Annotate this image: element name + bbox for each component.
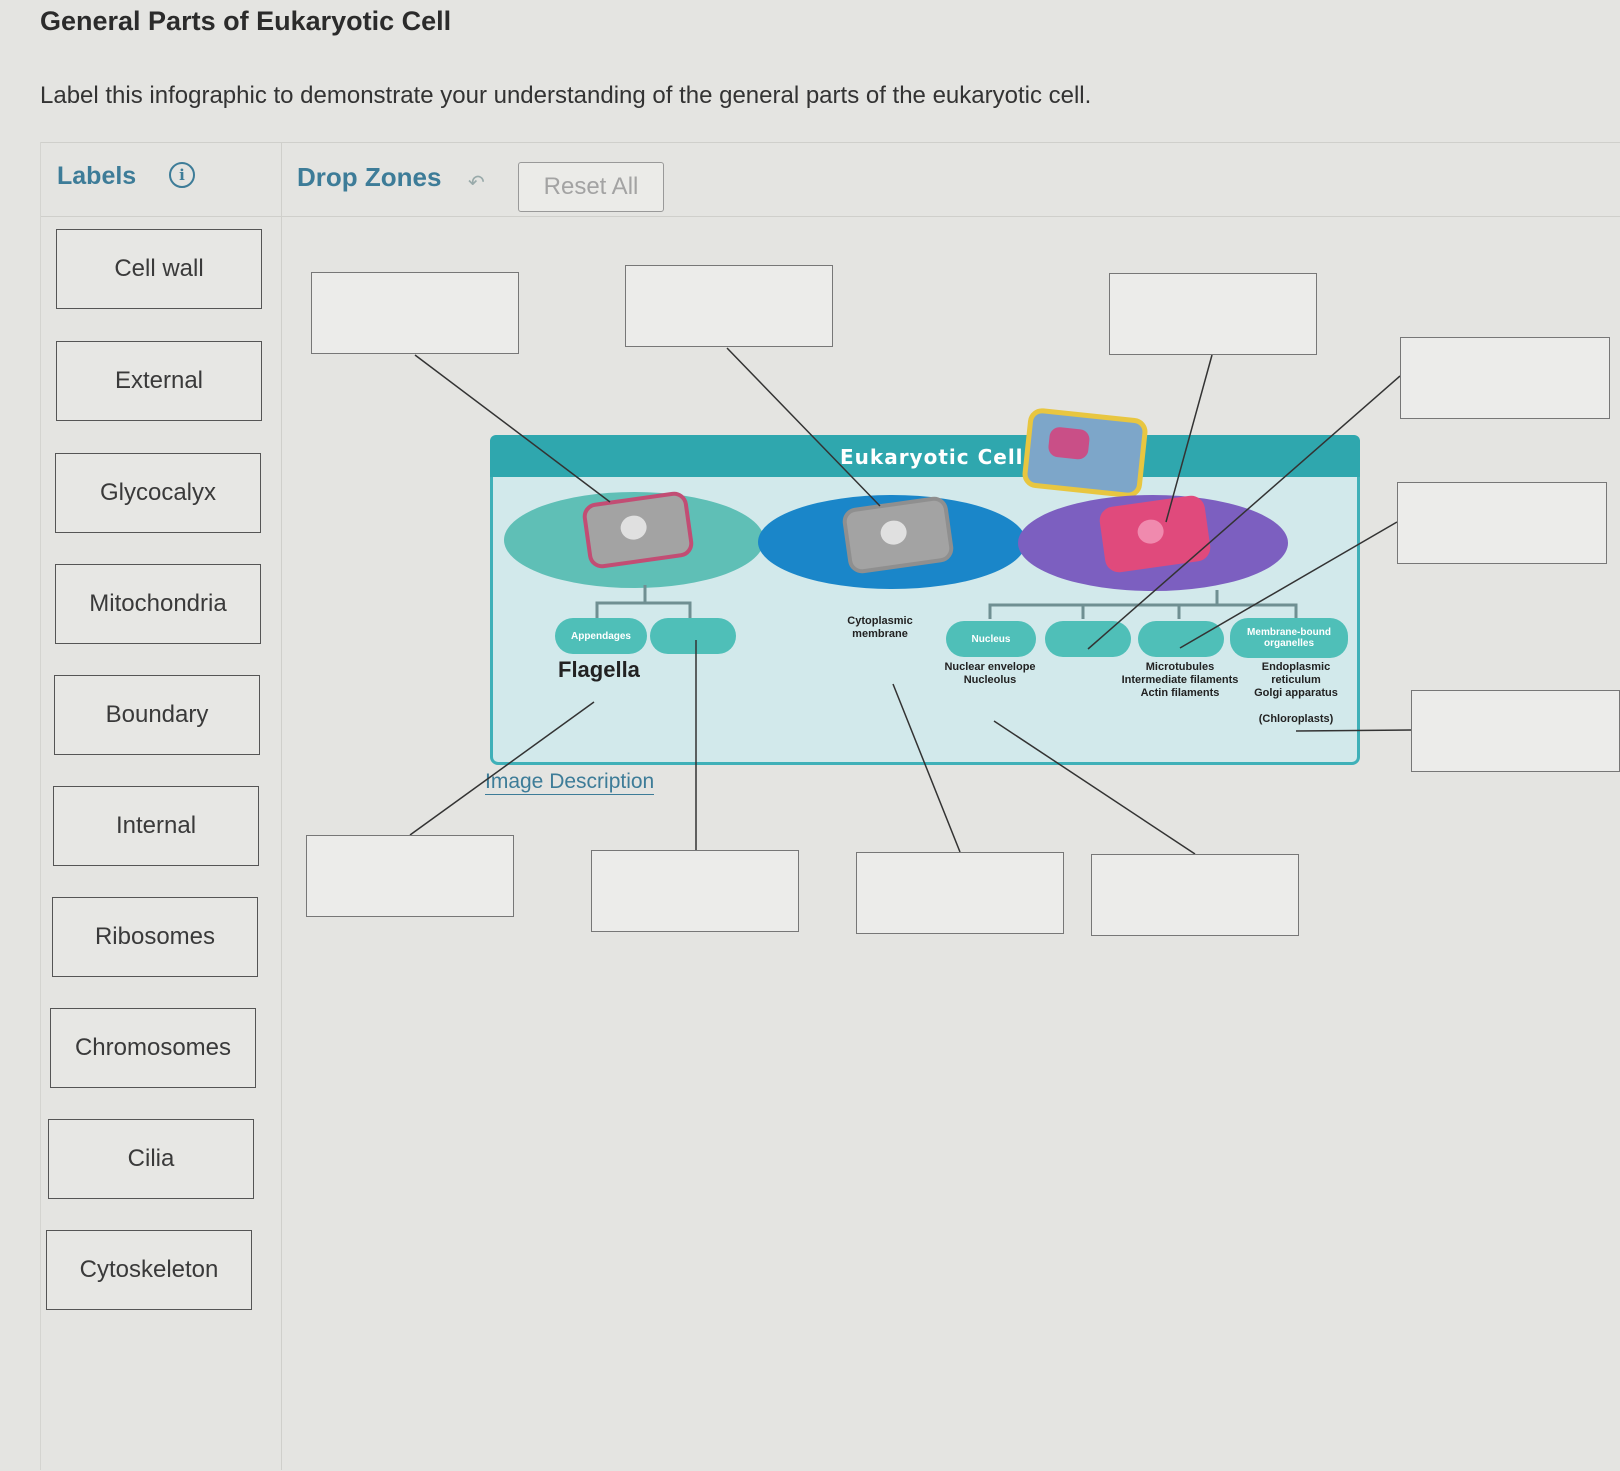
label-card-chromosomes[interactable]: Chromosomes <box>50 1008 256 1088</box>
text-nuclear: Nuclear envelope Nucleolus <box>944 661 1036 686</box>
label-card-cell-wall[interactable]: Cell wall <box>56 229 262 309</box>
drop-zone-4[interactable] <box>1400 337 1610 419</box>
drop-zone-1[interactable] <box>311 272 519 354</box>
label-card-ribosomes[interactable]: Ribosomes <box>52 897 258 977</box>
drop-zone-9[interactable] <box>856 852 1064 934</box>
label-card-external[interactable]: External <box>56 341 262 421</box>
pill-blank-internal-2 <box>1138 621 1224 657</box>
text-flagella: Flagella <box>558 657 640 682</box>
text-cytoplasmic-membrane: Cytoplasmic membrane <box>847 615 913 640</box>
drop-zone-8[interactable] <box>591 850 799 932</box>
image-description-link[interactable]: Image Description <box>485 770 655 795</box>
label-card-glycocalyx[interactable]: Glycocalyx <box>55 453 261 533</box>
drop-zone-5[interactable] <box>1397 482 1607 564</box>
drop-zone-6[interactable] <box>1411 690 1620 772</box>
label-card-cytoskeleton[interactable]: Cytoskeleton <box>46 1230 252 1310</box>
info-icon[interactable]: i <box>169 162 195 188</box>
eukaryotic-cell-infographic: Eukaryotic Cell Appendages Nucleus Membr… <box>490 406 1360 765</box>
instructions: Label this infographic to demonstrate yo… <box>40 82 1092 109</box>
drop-zone-7[interactable] <box>306 835 514 917</box>
pill-membrane-organelles: Membrane-bound organelles <box>1230 618 1348 658</box>
infographic-banner <box>490 435 1360 477</box>
drop-zone-3[interactable] <box>1109 273 1317 355</box>
label-card-boundary[interactable]: Boundary <box>54 675 260 755</box>
labels-header: Labels <box>57 162 137 190</box>
pill-blank-internal-1 <box>1045 621 1131 657</box>
label-card-cilia[interactable]: Cilia <box>48 1119 254 1199</box>
labels-panel: Labels i <box>40 142 282 1470</box>
page-title: General Parts of Eukaryotic Cell <box>40 6 452 36</box>
text-cytoskeleton-list: Microtubules Intermediate filaments Acti… <box>1121 661 1239 699</box>
undo-icon[interactable]: ↶ <box>468 172 485 194</box>
drop-zones-header: Drop Zones <box>297 162 442 192</box>
infographic-title: Eukaryotic Cell <box>840 445 1024 469</box>
text-organelles-list: Endoplasmic reticulum Golgi apparatus (C… <box>1254 661 1338 725</box>
pill-nucleus: Nucleus <box>946 621 1036 657</box>
workspace <box>40 142 1620 1471</box>
pill-appendages: Appendages <box>555 618 647 654</box>
drop-zone-2[interactable] <box>625 265 833 347</box>
reset-all-button[interactable]: Reset All <box>518 162 664 212</box>
label-card-mitochondria[interactable]: Mitochondria <box>55 564 261 644</box>
pill-blank-external <box>650 618 736 654</box>
divider <box>40 216 1620 217</box>
drop-zone-10[interactable] <box>1091 854 1299 936</box>
label-card-internal[interactable]: Internal <box>53 786 259 866</box>
tree-connectors <box>595 585 1298 619</box>
